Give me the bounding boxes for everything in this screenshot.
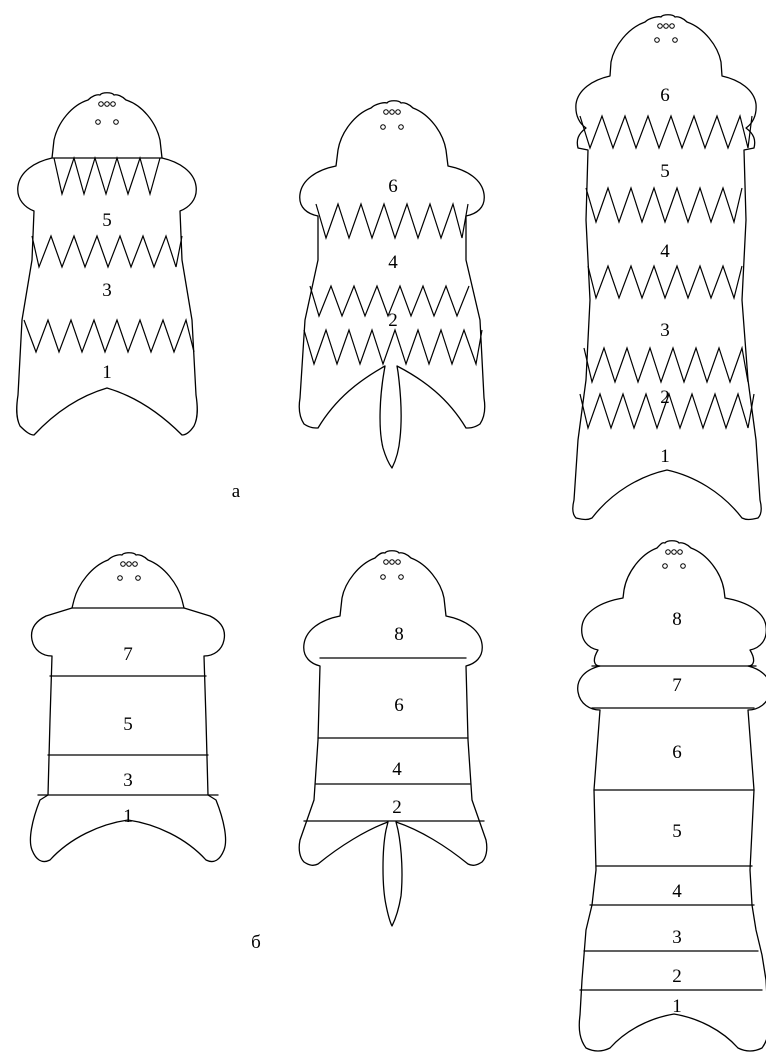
pelt-a1-zigzag [32,236,182,267]
zone-number: 6 [672,742,682,763]
zone-number: 7 [672,675,682,696]
zone-number: 8 [394,624,404,645]
zone-number: 4 [660,241,670,262]
pelt-a1-zigzag [54,158,160,194]
zone-number: 6 [660,85,670,106]
group-b: 7 5 3 1 8 6 4 2 [30,541,766,1051]
pelt-a3: 6 5 4 3 2 1 [573,15,762,520]
pelt-b1-head-dots [118,562,141,581]
zone-number: 2 [672,966,682,987]
group-label: а [232,481,241,502]
zone-number: 2 [660,387,670,408]
zone-number: 7 [123,644,133,665]
zone-number: 6 [388,176,398,197]
group-a: 5 3 1 6 4 2 [17,15,762,520]
pelt-a1: 5 3 1 [17,93,198,435]
pelt-a1-head-dots [96,102,119,125]
pelt-a2-outline [299,101,485,468]
zone-number: 5 [660,161,670,182]
pelt-a3-zigzag [580,116,752,148]
zone-number: 5 [672,821,682,842]
zone-number: 2 [388,310,398,331]
pelt-b2: 8 6 4 2 [299,551,487,926]
pelt-a2-zigzag [316,204,468,238]
zone-number: 3 [672,927,682,948]
zone-number: 3 [123,770,133,791]
zone-number: 6 [394,695,404,716]
pelt-a1-zigzag [24,320,194,352]
zone-number: 1 [672,996,682,1017]
pelt-a2-head-dots [381,110,404,130]
pelt-b3: 8 7 6 5 4 3 2 1 [578,541,766,1051]
group-label: б [251,932,261,953]
pelt-a3-zigzag [586,188,742,222]
zone-number: 2 [392,797,402,818]
zone-number: 4 [392,759,402,780]
zone-number: 4 [388,252,398,273]
pelt-a2: 6 4 2 [299,101,485,468]
pelt-a3-zigzag [588,266,742,298]
pelt-b3-head-dots [663,550,686,569]
pelt-a2-zigzag [304,330,482,364]
zone-number: 5 [102,210,112,231]
zone-number: 1 [102,362,112,383]
zone-number: 1 [123,806,133,827]
zone-number: 3 [660,320,670,341]
pelt-b2-head-dots [381,560,404,580]
pelt-a3-head-dots [655,24,678,43]
zone-number: 1 [660,446,670,467]
pelt-b1: 7 5 3 1 [30,553,225,862]
zone-number: 8 [672,609,682,630]
zone-number: 3 [102,280,112,301]
zone-number: 5 [123,714,133,735]
pelt-a3-zigzag [584,348,748,382]
zone-number: 4 [672,881,682,902]
